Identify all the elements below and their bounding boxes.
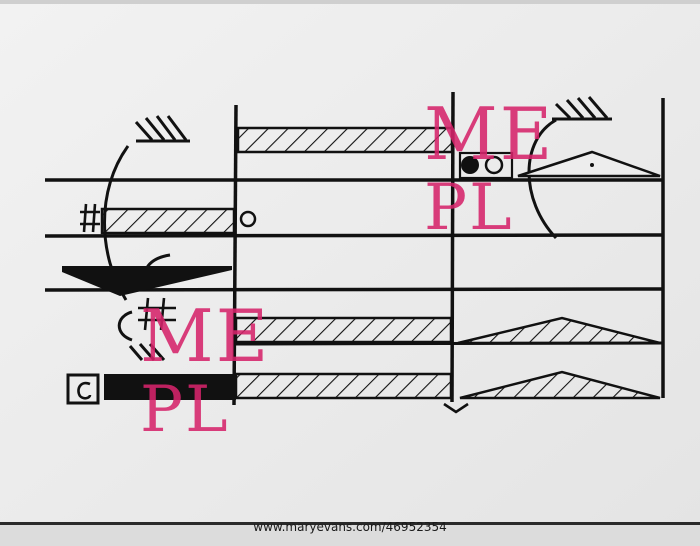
- boxed-symbol: [66, 373, 100, 405]
- note-box: [458, 151, 514, 180]
- filled-note: [461, 156, 479, 174]
- source-caption: www.maryevans.com/46952354: [253, 520, 447, 534]
- hatched-bar-top: [236, 126, 454, 154]
- sharp-sign-staff4: [138, 297, 176, 331]
- hatched-triangle-upper: [457, 316, 661, 345]
- bottom-frame-line: [0, 522, 700, 525]
- triangle-dot: [590, 163, 594, 167]
- curl-staff4: [117, 310, 133, 342]
- tremolo-mark-left: [134, 115, 190, 143]
- watermark-me-bottom: ME: [140, 294, 271, 378]
- tremolo-mark-right: [552, 96, 612, 121]
- tremolo-mark-low: [128, 343, 166, 361]
- sharp-sign-staff2: [80, 203, 100, 233]
- open-note-top-right: [484, 155, 504, 175]
- black-wedge: [62, 266, 232, 296]
- bottom-frame-band: [0, 525, 700, 546]
- outline-triangle: [517, 150, 661, 178]
- hatched-bar-staff2: [100, 207, 236, 235]
- watermark-me-top: ME: [424, 92, 555, 176]
- watermark-pl-bottom: PL: [140, 373, 230, 447]
- chevron-mark: [443, 402, 469, 414]
- staff-line-3: [44, 287, 664, 292]
- hatched-triangle-lower: [459, 370, 661, 400]
- staff-line-2: [44, 233, 664, 238]
- hatched-bar-bottom: [234, 372, 453, 400]
- open-note-small: [239, 210, 257, 228]
- watermark-pl-top: PL: [424, 171, 514, 245]
- paper-edge-top: [0, 0, 700, 4]
- hatched-bar-staff4: [234, 316, 453, 344]
- black-bar-bottom: [104, 374, 236, 400]
- boxed-symbol-curl: [77, 381, 92, 400]
- barline-1: [232, 104, 238, 406]
